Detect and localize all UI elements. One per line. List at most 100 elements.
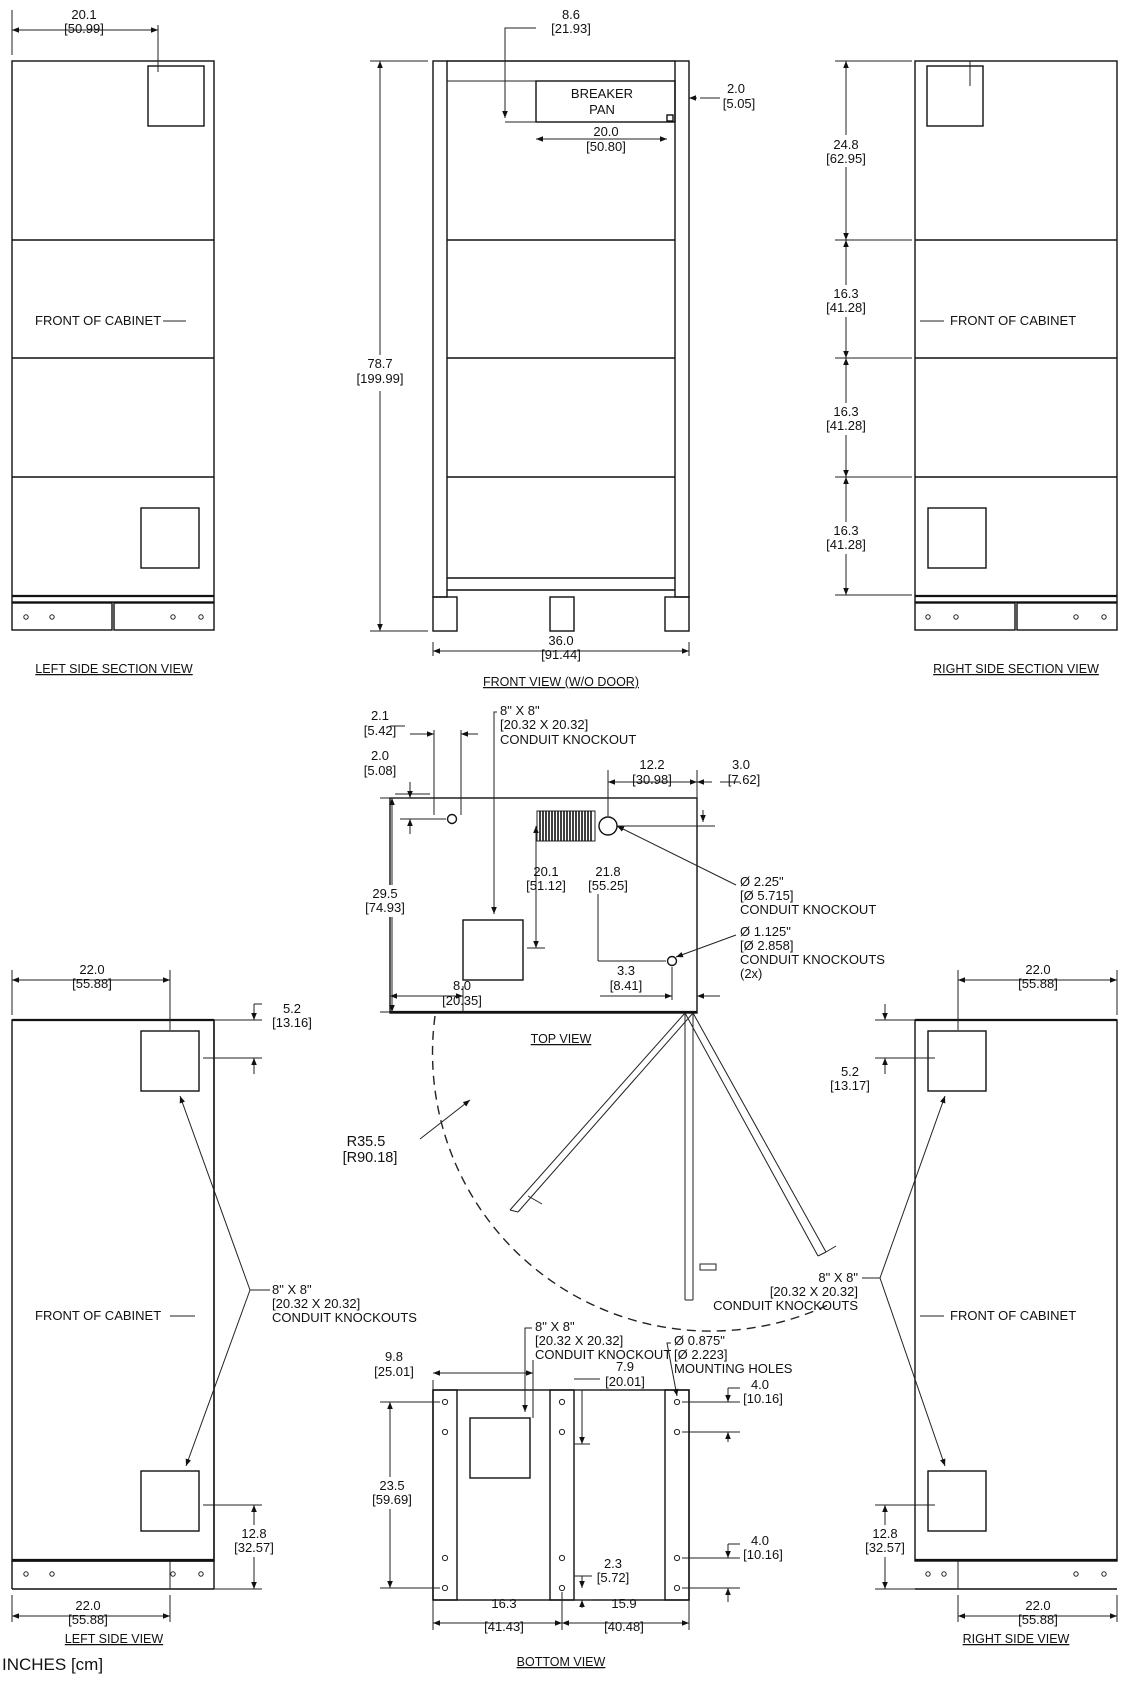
front-of-cabinet-label: FRONT OF CABINET — [35, 313, 161, 328]
vent-grille — [536, 810, 596, 842]
dim-d2-cm: [20.01] — [605, 1374, 645, 1389]
dim-bottom-cm: [55.88] — [68, 1612, 108, 1627]
base-plinth — [11, 602, 113, 631]
knockout-label: CONDUIT KNOCKOUT — [500, 732, 636, 747]
dim-d9-cm: [8.41] — [610, 978, 643, 993]
front-of-cabinet-label: FRONT OF CABINET — [950, 313, 1076, 328]
holes-label: MOUNTING HOLES — [674, 1361, 793, 1376]
dim-d2: 7.9 — [616, 1359, 634, 1374]
dim-d6-cm: [51.12] — [526, 878, 566, 893]
conduit-knockout-icon — [147, 65, 205, 127]
knockout-size-cm: [20.32 X 20.32] — [535, 1333, 623, 1348]
conduit-knockout-icon — [140, 1030, 200, 1092]
dim-d2: 2.0 — [371, 748, 389, 763]
small-conduit-knockout-icon — [446, 813, 458, 825]
dim-d9: 3.3 — [617, 963, 635, 978]
dim-3: 16.3 — [833, 404, 858, 419]
knockout-label: CONDUIT KNOCKOUTS — [272, 1310, 417, 1325]
dim-d1-cm: [5.42] — [364, 723, 397, 738]
base-rail — [664, 1389, 690, 1601]
view-title: LEFT SIDE VIEW — [65, 1632, 164, 1646]
view-title: TOP VIEW — [531, 1032, 592, 1046]
cabinet-outline — [11, 60, 215, 603]
cabinet-bottom-outline — [432, 1389, 690, 1601]
conduit-knockout-icon — [140, 507, 200, 569]
knockout-label: CONDUIT KNOCKOUTS — [713, 1298, 858, 1313]
dim-d6: 20.1 — [533, 864, 558, 879]
holes-dia: Ø 0.875" — [674, 1333, 725, 1348]
dim-d7: 21.8 — [595, 864, 620, 879]
dim-2-cm: [41.28] — [826, 300, 866, 315]
dim-top-cm: [55.88] — [1018, 976, 1058, 991]
right-side-view: 22.0 [55.88] 5.2 [13.17] 12.8 [32.57] 22… — [713, 962, 1118, 1646]
dim-ko-top: 5.2 — [283, 1001, 301, 1016]
foot — [549, 596, 575, 632]
dim-d3-cm: [30.98] — [632, 772, 672, 787]
knockout-size: 8" X 8" — [272, 1282, 312, 1297]
large-knockout-label: CONDUIT KNOCKOUT — [740, 902, 876, 917]
dim-d7-cm: [55.25] — [588, 878, 628, 893]
small-knockout-dia-cm: [Ø 2.858] — [740, 938, 793, 953]
dim-side-cm: [5.05] — [723, 96, 756, 111]
knockout-size: 8" X 8" — [535, 1319, 575, 1334]
dim-d1: 9.8 — [385, 1349, 403, 1364]
knockout-label: CONDUIT KNOCKOUT — [535, 1347, 671, 1362]
view-title: RIGHT SIDE VIEW — [963, 1632, 1070, 1646]
door-swing-lines — [509, 1012, 837, 1301]
dim-top: 22.0 — [1025, 962, 1050, 977]
conduit-knockout-icon — [462, 919, 524, 981]
dim-d4: 3.0 — [732, 757, 750, 772]
base-rail — [432, 1389, 458, 1601]
dim-d5: 29.5 — [372, 886, 397, 901]
dim-ko-bottom: 12.8 — [241, 1526, 266, 1541]
dim-d8: 8.0 — [453, 978, 471, 993]
dim-height: 78.7 — [367, 356, 392, 371]
dim-d1: 2.1 — [371, 708, 389, 723]
dim-pan-offset: 8.6 — [562, 7, 580, 22]
knockout-size: 8" X 8" — [818, 1270, 858, 1285]
conduit-knockout-icon — [927, 1030, 987, 1092]
breaker-pan-label: BREAKER — [571, 86, 633, 101]
large-knockout-dia: Ø 2.25" — [740, 874, 784, 889]
view-title: RIGHT SIDE SECTION VIEW — [933, 662, 1099, 676]
conduit-knockout-icon — [140, 1470, 200, 1532]
dim-d4-cm: [59.69] — [372, 1492, 412, 1507]
knockout-size-cm: [20.32 X 20.32] — [770, 1284, 858, 1299]
cabinet-outline — [914, 60, 1118, 603]
dim-top: 22.0 — [79, 962, 104, 977]
breaker-pan — [535, 80, 676, 123]
left-post — [432, 60, 448, 598]
front-of-cabinet-label: FRONT OF CABINET — [950, 1308, 1076, 1323]
dim-pan-offset-cm: [21.93] — [551, 21, 591, 36]
door-radius-cm: [R90.18] — [343, 1150, 398, 1166]
dim-d8-cm: [40.48] — [604, 1619, 644, 1634]
base-plinth — [914, 602, 1016, 631]
conduit-knockout-icon — [469, 1417, 531, 1479]
foot — [664, 596, 690, 632]
knockout-size: 8" X 8" — [500, 703, 540, 718]
dim-d6-cm: [5.72] — [597, 1570, 630, 1585]
dim-width: 20.1 — [71, 7, 96, 22]
dim-top-cm: [55.88] — [72, 976, 112, 991]
cabinet-outline — [914, 1019, 1118, 1562]
left-side-view: 22.0 [55.88] 5.2 [13.16] 12.8 [32.57] 22… — [11, 962, 417, 1646]
dim-1-cm: [62.95] — [826, 151, 866, 166]
base-rail — [549, 1389, 575, 1601]
dim-ko-bottom: 12.8 — [872, 1526, 897, 1541]
cabinet-outline — [11, 1019, 215, 1562]
small-knockout-label: CONDUIT KNOCKOUTS — [740, 952, 885, 967]
dim-d4-cm: [7.62] — [728, 772, 761, 787]
dim-d8-cm: [20.35] — [442, 993, 482, 1008]
knockout-size-cm: [20.32 X 20.32] — [272, 1296, 360, 1311]
small-knockout-qty: (2x) — [740, 966, 762, 981]
dim-d3: 4.0 — [751, 1377, 769, 1392]
dim-3-cm: [41.28] — [826, 418, 866, 433]
dim-bottom: 22.0 — [75, 1598, 100, 1613]
right-side-section-view: 24.8 [62.95] 16.3 [41.28] 16.3 [41.28] 1… — [820, 60, 1118, 676]
left-side-section-view: 20.1 [50.99] FRONT OF CABINET LEFT SIDE … — [11, 7, 215, 676]
small-conduit-knockout-icon — [666, 955, 678, 967]
dim-d8: 15.9 — [611, 1596, 636, 1611]
dim-ko-top-cm: [13.16] — [272, 1015, 312, 1030]
dim-4: 16.3 — [833, 523, 858, 538]
